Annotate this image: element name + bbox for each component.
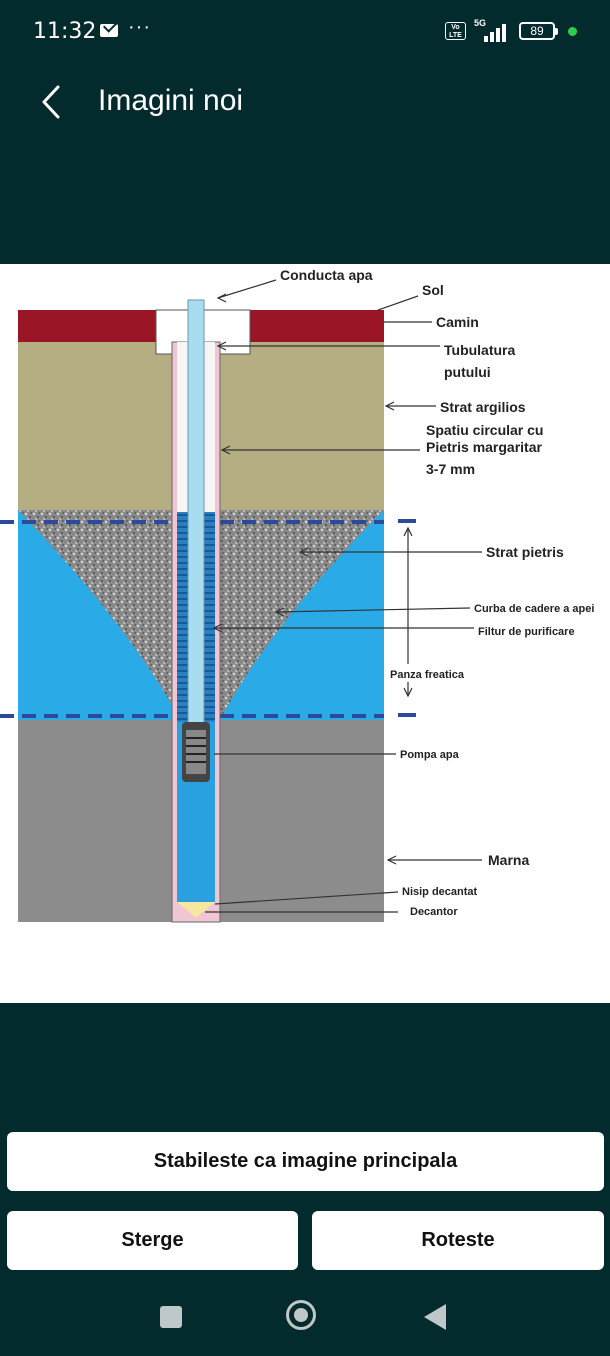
status-bar: 11:32 ··· Vo LTE 5G 89 [0,0,610,64]
battery-icon: 89 [519,22,558,40]
sediment [177,902,215,918]
label-panza-freatica: Panza freatica [390,669,465,681]
delete-button[interactable]: Sterge [7,1211,298,1270]
label-curba-cadere: Curba de cadere a apei [474,603,594,615]
network-type: 5G [474,18,487,28]
privacy-indicator-icon [568,27,577,36]
label-spatiu-3: 3-7 mm [426,461,475,477]
label-tubulatura-1: Tubulatura [444,342,516,358]
well-diagram: Conducta apa Sol Camin Tubulatura putulu… [0,267,594,923]
label-marna: Marna [488,852,529,868]
status-time: 11:32 [33,19,97,44]
label-spatiu-2: Pietris margaritar [426,439,542,455]
label-filtru: Filtur de purificare [478,626,575,638]
label-strat-pietris: Strat pietris [486,544,564,560]
volte-icon: Vo LTE [445,22,466,40]
label-conducta-apa: Conducta apa [280,267,373,283]
label-decantor: Decantor [410,906,458,918]
label-tubulatura-2: putului [444,364,491,380]
label-spatiu-1: Spatiu circular cu [426,422,543,438]
mail-icon [100,24,118,37]
label-camin: Camin [436,314,479,330]
label-nisip-decantat: Nisip decantat [402,886,478,898]
label-strat-argilios: Strat argilios [440,399,526,415]
recent-apps-icon[interactable] [160,1306,182,1328]
rotate-button[interactable]: Roteste [312,1211,604,1270]
back-arrow-icon[interactable] [36,84,72,120]
label-pompa-apa: Pompa apa [400,749,460,761]
more-notifications-icon: ··· [128,16,151,38]
image-preview[interactable]: Conducta apa Sol Camin Tubulatura putulu… [0,264,610,1003]
water-pipe [187,299,205,731]
label-sol: Sol [422,282,444,298]
home-icon[interactable] [286,1300,316,1330]
nav-back-icon[interactable] [424,1304,446,1330]
page-title: Imagini noi [98,84,244,117]
signal-bars-icon [484,22,512,42]
set-main-image-button[interactable]: Stabileste ca imagine principala [7,1132,604,1191]
